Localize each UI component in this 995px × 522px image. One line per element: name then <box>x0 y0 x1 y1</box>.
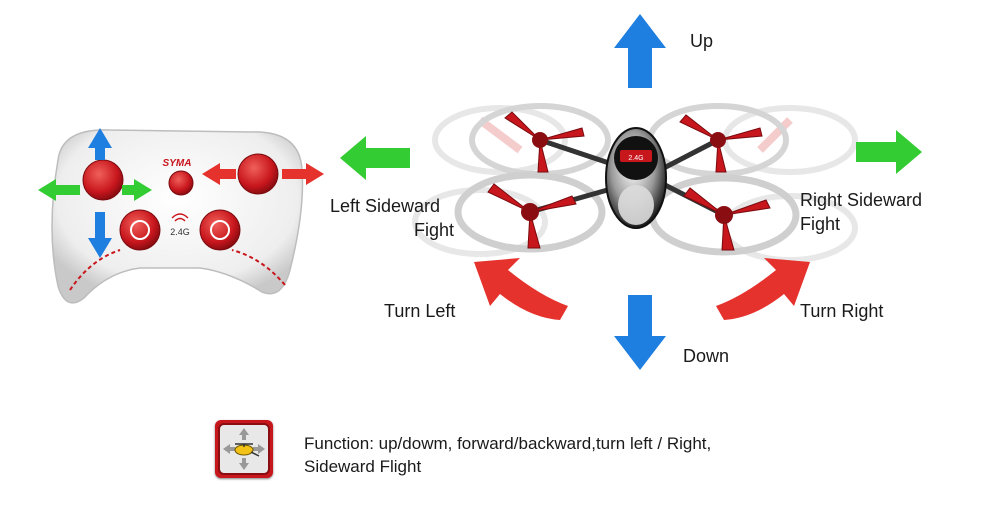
label-left-sideward: Left Sideward <box>330 196 441 216</box>
label-turn-right: Turn Right <box>800 301 884 321</box>
drone: 2.4G <box>412 103 858 263</box>
function-line-2: Sideward Flight <box>304 457 422 476</box>
controller-arrows <box>38 128 324 258</box>
arrow-up-icon <box>614 14 666 88</box>
arrow-down-icon <box>614 295 666 370</box>
arrow-up-icon <box>88 128 112 160</box>
controller: SYMA 2.4G <box>38 128 324 304</box>
controller-frequency-label: 2.4G <box>170 227 190 237</box>
label-down: Down <box>683 346 730 366</box>
arrow-down-icon <box>88 212 112 258</box>
drone-badge: 2.4G <box>628 155 643 162</box>
left-trim-pad <box>119 209 161 251</box>
label-right-sideward-line2: Fight <box>800 214 841 234</box>
arrow-left-icon <box>202 163 236 185</box>
function-description: Function: up/dowm, forward/backward,turn… <box>304 432 904 478</box>
helicopter-function-icon <box>215 420 273 478</box>
turn-right-icon <box>716 258 810 320</box>
turn-left-icon <box>474 258 568 320</box>
arrow-right-icon <box>282 163 324 185</box>
left-stick <box>82 159 124 201</box>
controller-power-button <box>168 170 194 196</box>
arrow-left-icon <box>38 179 80 201</box>
arrow-left-icon <box>340 136 410 180</box>
right-stick <box>237 153 279 195</box>
label-left-sideward-line2: Fight <box>414 220 455 240</box>
direction-arrows <box>340 14 922 370</box>
label-up: Up <box>690 31 714 51</box>
label-right-sideward: Right Sideward <box>800 190 923 210</box>
arrow-right-icon <box>856 130 922 174</box>
arrow-right-icon <box>122 179 152 201</box>
label-turn-left: Turn Left <box>384 301 456 321</box>
propellers <box>487 111 771 251</box>
function-line-1: Function: up/dowm, forward/backward,turn… <box>304 434 712 453</box>
rotor-guard-front-left <box>454 171 606 253</box>
right-trim-pad <box>199 209 241 251</box>
controller-brand-logo: SYMA <box>163 158 192 169</box>
